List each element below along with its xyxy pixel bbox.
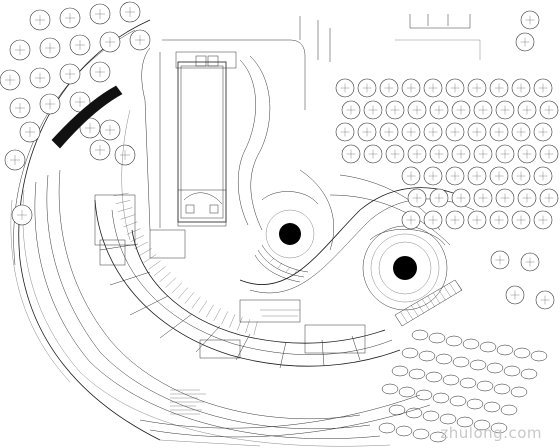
shrub-icon (483, 401, 501, 413)
shrub-icon (449, 395, 467, 407)
circular-plaza-right (362, 225, 448, 311)
shrub-icon (439, 413, 457, 425)
shrub-icon (469, 359, 487, 371)
shrub-icon (378, 422, 396, 434)
shrub-icon (490, 422, 508, 434)
upper-right-features (299, 14, 481, 62)
shrub-icon (425, 371, 443, 383)
curved-building-band (94, 194, 401, 369)
shrub-icon (456, 416, 474, 428)
bottom-road-bands (139, 394, 431, 447)
shrub-icon (510, 386, 528, 398)
shrub-icon (473, 419, 491, 431)
circular-plaza-left (261, 191, 319, 259)
ramp-stairs (394, 279, 463, 327)
shrub-icon (445, 335, 463, 347)
shrub-icon (520, 368, 538, 380)
interior-detailing (113, 192, 258, 336)
watermark-text: zhulong.com (440, 424, 542, 442)
shrub-icon (496, 344, 514, 356)
plaza-center-marker-left (279, 223, 301, 245)
shrub-icon (462, 338, 480, 350)
shrub-icon (395, 425, 413, 437)
shrub-icon (391, 365, 409, 377)
tree-rows-lower-right (378, 329, 548, 443)
shrub-icon (435, 353, 453, 365)
stepped-terrace (254, 244, 309, 283)
shrub-icon (429, 431, 447, 443)
shrub-icon (493, 383, 511, 395)
tree-grid-right (335, 10, 559, 310)
shrub-icon (500, 404, 518, 416)
shrub-icon (398, 386, 416, 398)
site-roads (121, 39, 306, 241)
shrub-icon (415, 389, 433, 401)
shrub-icon (513, 347, 531, 359)
shrub-icon (411, 329, 429, 341)
shrub-icon (428, 332, 446, 344)
shrub-icon (452, 356, 470, 368)
plaza-center-marker-right (393, 256, 417, 280)
shrub-icon (503, 365, 521, 377)
shrub-icon (476, 380, 494, 392)
main-building-block (175, 51, 237, 227)
shrub-icon (422, 410, 440, 422)
curved-landscape-path (239, 169, 475, 294)
shrub-icon (479, 341, 497, 353)
shrub-icon (401, 347, 419, 359)
shrub-icon (466, 398, 484, 410)
shrub-icon (381, 383, 399, 395)
shrub-icon (442, 374, 460, 386)
shrub-icon (412, 428, 430, 440)
shrub-icon (486, 362, 504, 374)
dark-curved-wall (51, 85, 123, 149)
shrub-icon (459, 377, 477, 389)
legend-block (170, 389, 206, 415)
shrub-icon (405, 407, 423, 419)
tree-cluster-upper-left (0, 1, 151, 226)
shrub-icon (418, 350, 436, 362)
shrub-icon (530, 350, 548, 362)
shrub-icon (408, 368, 426, 380)
shrub-icon (432, 392, 450, 404)
